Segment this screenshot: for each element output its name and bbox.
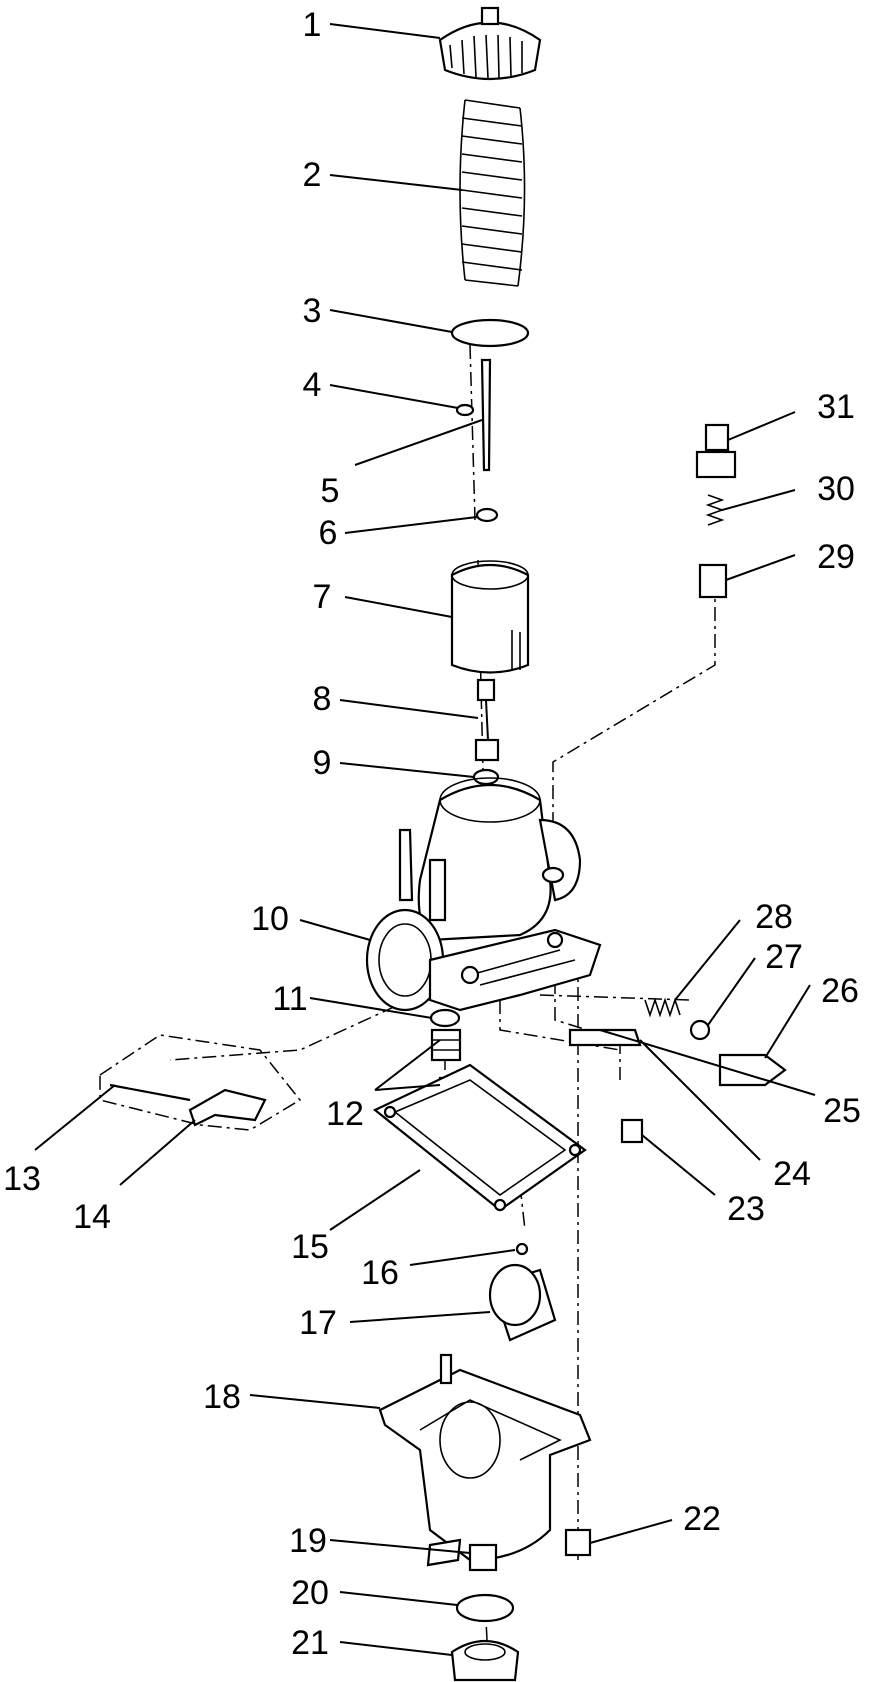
part-9-washer [472,768,500,786]
label-27: 27 [765,938,803,976]
label-26: 26 [821,972,859,1010]
part-24-pilot-screw [568,1028,642,1047]
leader-lines [34,23,816,1656]
part-15-gasket [372,1063,587,1212]
part-19-drain-screw [468,1543,498,1572]
label-6: 6 [319,514,338,552]
label-17: 17 [299,1304,337,1342]
label-9: 9 [313,744,332,782]
part-16-pin [515,1242,529,1256]
label-24: 24 [773,1155,811,1193]
part-11-washer [429,1008,461,1028]
label-18: 18 [203,1378,241,1416]
label-4: 4 [303,366,322,404]
label-22: 22 [683,1500,721,1538]
label-16: 16 [361,1254,399,1292]
label-21: 21 [291,1624,329,1662]
label-2: 2 [303,156,322,194]
part-4-clip [455,403,475,417]
part-26-throttle-screw [718,1053,787,1087]
part-3-plate [450,318,530,348]
part-8-needle-jet [474,678,500,762]
label-19: 19 [289,1522,327,1560]
label-8: 8 [313,680,332,718]
label-10: 10 [251,900,289,938]
label-14: 14 [73,1198,111,1236]
part-21-plug [450,1640,520,1682]
label-7: 7 [313,578,332,616]
label-11: 11 [272,980,307,1018]
part-labels: 1 2 3 4 5 6 7 8 9 10 11 12 13 14 15 16 1… [3,6,861,1662]
part-7-slide [450,560,530,674]
part-30-spring [705,494,725,526]
part-1-cap [438,6,542,81]
part-20-o-ring [455,1593,515,1623]
part-6-washer [475,507,499,523]
label-3: 3 [303,292,322,330]
label-25: 25 [823,1092,861,1130]
label-31: 31 [817,388,855,426]
part-31-nut [695,423,737,479]
part-17-float [488,1263,557,1342]
label-28: 28 [755,898,793,936]
part-18-float-bowl [378,1353,592,1567]
part-29-plunger [698,563,728,599]
label-20: 20 [291,1574,329,1612]
part-22-screw [564,1528,592,1557]
label-29: 29 [817,538,855,576]
part-2-spring [459,99,526,287]
part-28-spring [644,997,681,1018]
part-5-needle [480,358,492,472]
part-27-clip [689,1019,711,1041]
label-30: 30 [817,470,855,508]
part-13-14-float-arm [99,1034,302,1131]
part-10-carburetor-body [365,777,602,1012]
label-12: 12 [326,1095,364,1133]
part-23-screw [620,1118,644,1144]
label-15: 15 [291,1228,329,1266]
label-13: 13 [3,1160,41,1198]
label-5: 5 [321,472,340,510]
label-23: 23 [727,1190,765,1228]
label-1: 1 [303,6,322,44]
